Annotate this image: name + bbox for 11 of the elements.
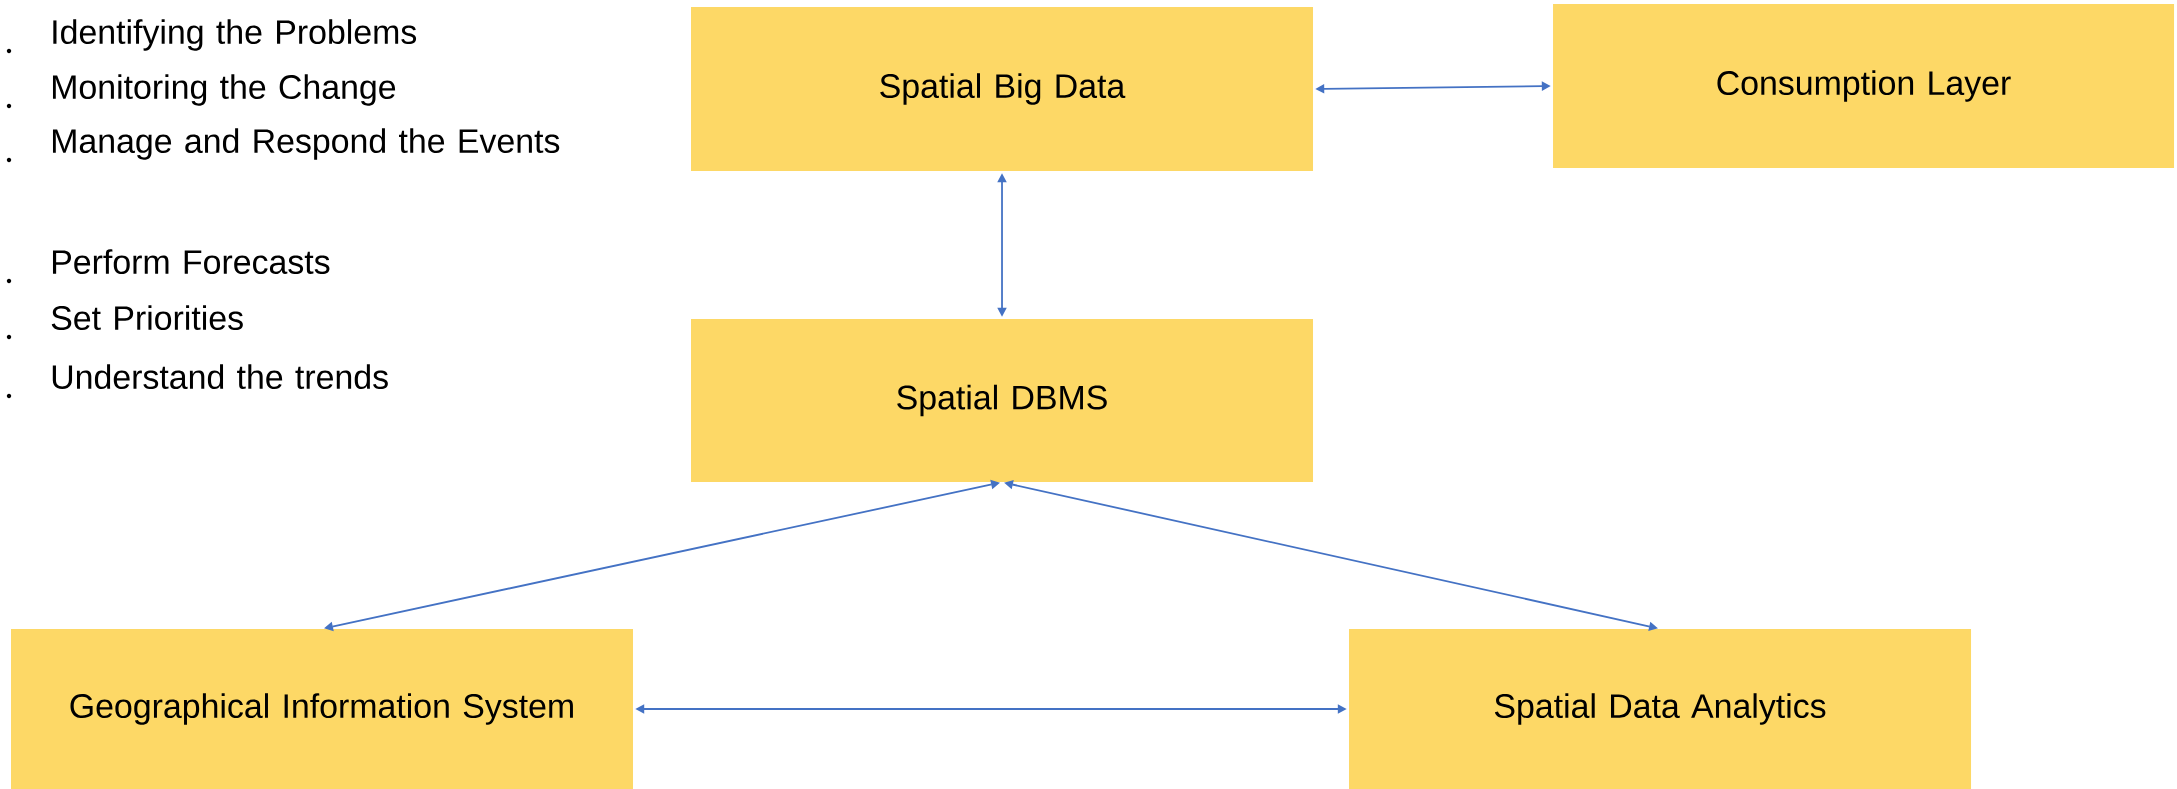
process-box: Spatial DBMS — [691, 319, 1313, 482]
process-box: Spatial Data Analytics — [1349, 629, 1972, 789]
list-item: Identifying the Problems — [53, 19, 417, 51]
list-item: Monitoring the Change — [53, 74, 396, 106]
list-item: Perform Forecasts — [53, 249, 330, 275]
list-item: Manage and Respond the Events — [53, 128, 560, 160]
process-box: Consumption Layer — [1553, 4, 2175, 168]
list-item: Understand the trends — [52, 364, 388, 390]
process-box: Geographical Information System — [11, 629, 633, 789]
process-box: Spatial Big Data — [691, 7, 1313, 171]
list-item: Set Priorities — [51, 305, 243, 331]
